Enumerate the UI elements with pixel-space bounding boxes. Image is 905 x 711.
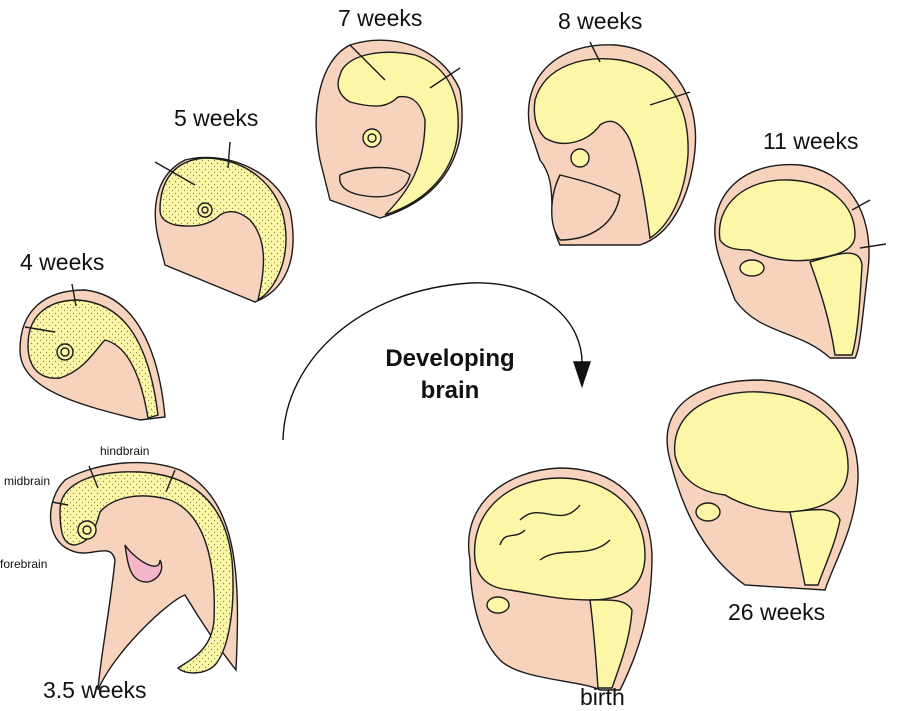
part-label-hindbrain: hindbrain — [100, 444, 150, 458]
stage-label-8-weeks: 8 weeks — [558, 8, 643, 34]
fetus-26-weeks — [666, 379, 859, 591]
developing-arrow — [282, 282, 591, 441]
stage-label-birth: birth — [580, 684, 625, 710]
stage-label-4-weeks: 4 weeks — [20, 249, 105, 275]
stage-label-26-weeks: 26 weeks — [728, 599, 826, 625]
embryo-3-5-weeks — [49, 461, 239, 691]
embryo-8-weeks — [527, 41, 697, 246]
title-line-2: brain — [420, 377, 480, 404]
brain-at-birth — [467, 467, 653, 691]
embryo-4-weeks — [19, 283, 166, 421]
title-line-1: Developing — [385, 345, 515, 372]
stage-label-5-weeks: 5 weeks — [174, 105, 259, 131]
stage-label-7-weeks: 7 weeks — [338, 5, 423, 31]
fetus-11-weeks — [714, 163, 887, 359]
part-label-forebrain: forebrain — [0, 557, 48, 571]
diagram-title: Developing brain — [355, 343, 545, 407]
stage-label-11-weeks: 11 weeks — [763, 128, 859, 154]
embryo-7-weeks — [315, 39, 463, 219]
part-label-midbrain: midbrain — [4, 474, 51, 488]
embryo-5-weeks — [154, 141, 294, 303]
stage-label-3-5-weeks: 3.5 weeks — [43, 677, 147, 703]
